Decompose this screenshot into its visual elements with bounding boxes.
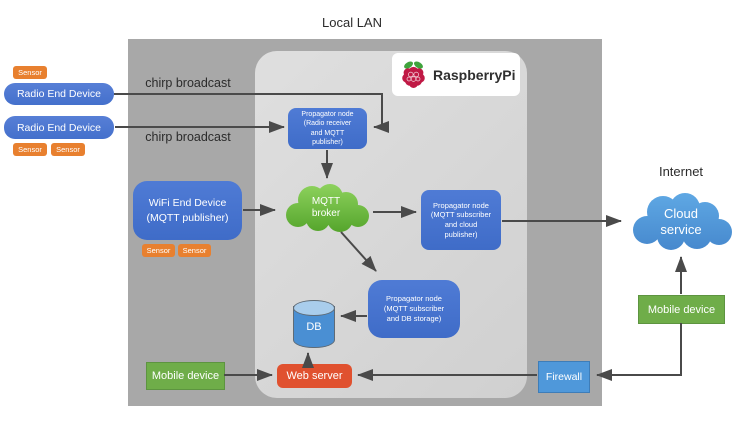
mobile-device-internet: Mobile device — [638, 295, 725, 324]
raspberrypi-logo: RaspberryPi — [392, 53, 520, 96]
sensor-badge: Sensor — [51, 143, 85, 156]
propagator-node-cloud: Propagator node (MQTT subscriber and clo… — [421, 190, 501, 250]
raspberrypi-label: RaspberryPi — [433, 66, 516, 83]
cloud-service: Cloud service — [627, 192, 735, 252]
diagram-title: Local LAN — [322, 14, 382, 30]
mqtt-broker-label: MQTT broker — [311, 195, 341, 220]
cloud-service-label: Cloud service — [660, 205, 702, 237]
arrow-mobile-to-firewall — [596, 323, 682, 381]
sensor-badge: Sensor — [142, 244, 175, 257]
sensor-badge: Sensor — [13, 66, 47, 79]
mobile-device-lan: Mobile device — [146, 362, 225, 390]
firewall: Firewall — [538, 361, 590, 393]
web-server: Web server — [277, 364, 352, 388]
db-label: DB — [306, 321, 322, 333]
radio-end-device-1: Radio End Device — [4, 83, 114, 105]
radio-end-device-2: Radio End Device — [4, 116, 114, 139]
propagator-node-radio: Propagator node (Radio receiver and MQTT… — [288, 108, 367, 149]
mqtt-broker-cloud: MQTT broker — [280, 183, 372, 233]
sensor-badge: Sensor — [13, 143, 47, 156]
wifi-end-device: WiFi End Device (MQTT publisher) — [133, 181, 242, 240]
sensor-badge: Sensor — [178, 244, 211, 257]
db-cylinder: DB — [293, 300, 335, 349]
internet-label: Internet — [658, 163, 704, 179]
raspberry-icon — [400, 58, 427, 91]
propagator-node-db: Propagator node (MQTT subscriber and DB … — [368, 280, 460, 338]
chirp-broadcast-label-2: chirp broadcast — [145, 130, 231, 144]
chirp-broadcast-label-1: chirp broadcast — [145, 76, 231, 90]
